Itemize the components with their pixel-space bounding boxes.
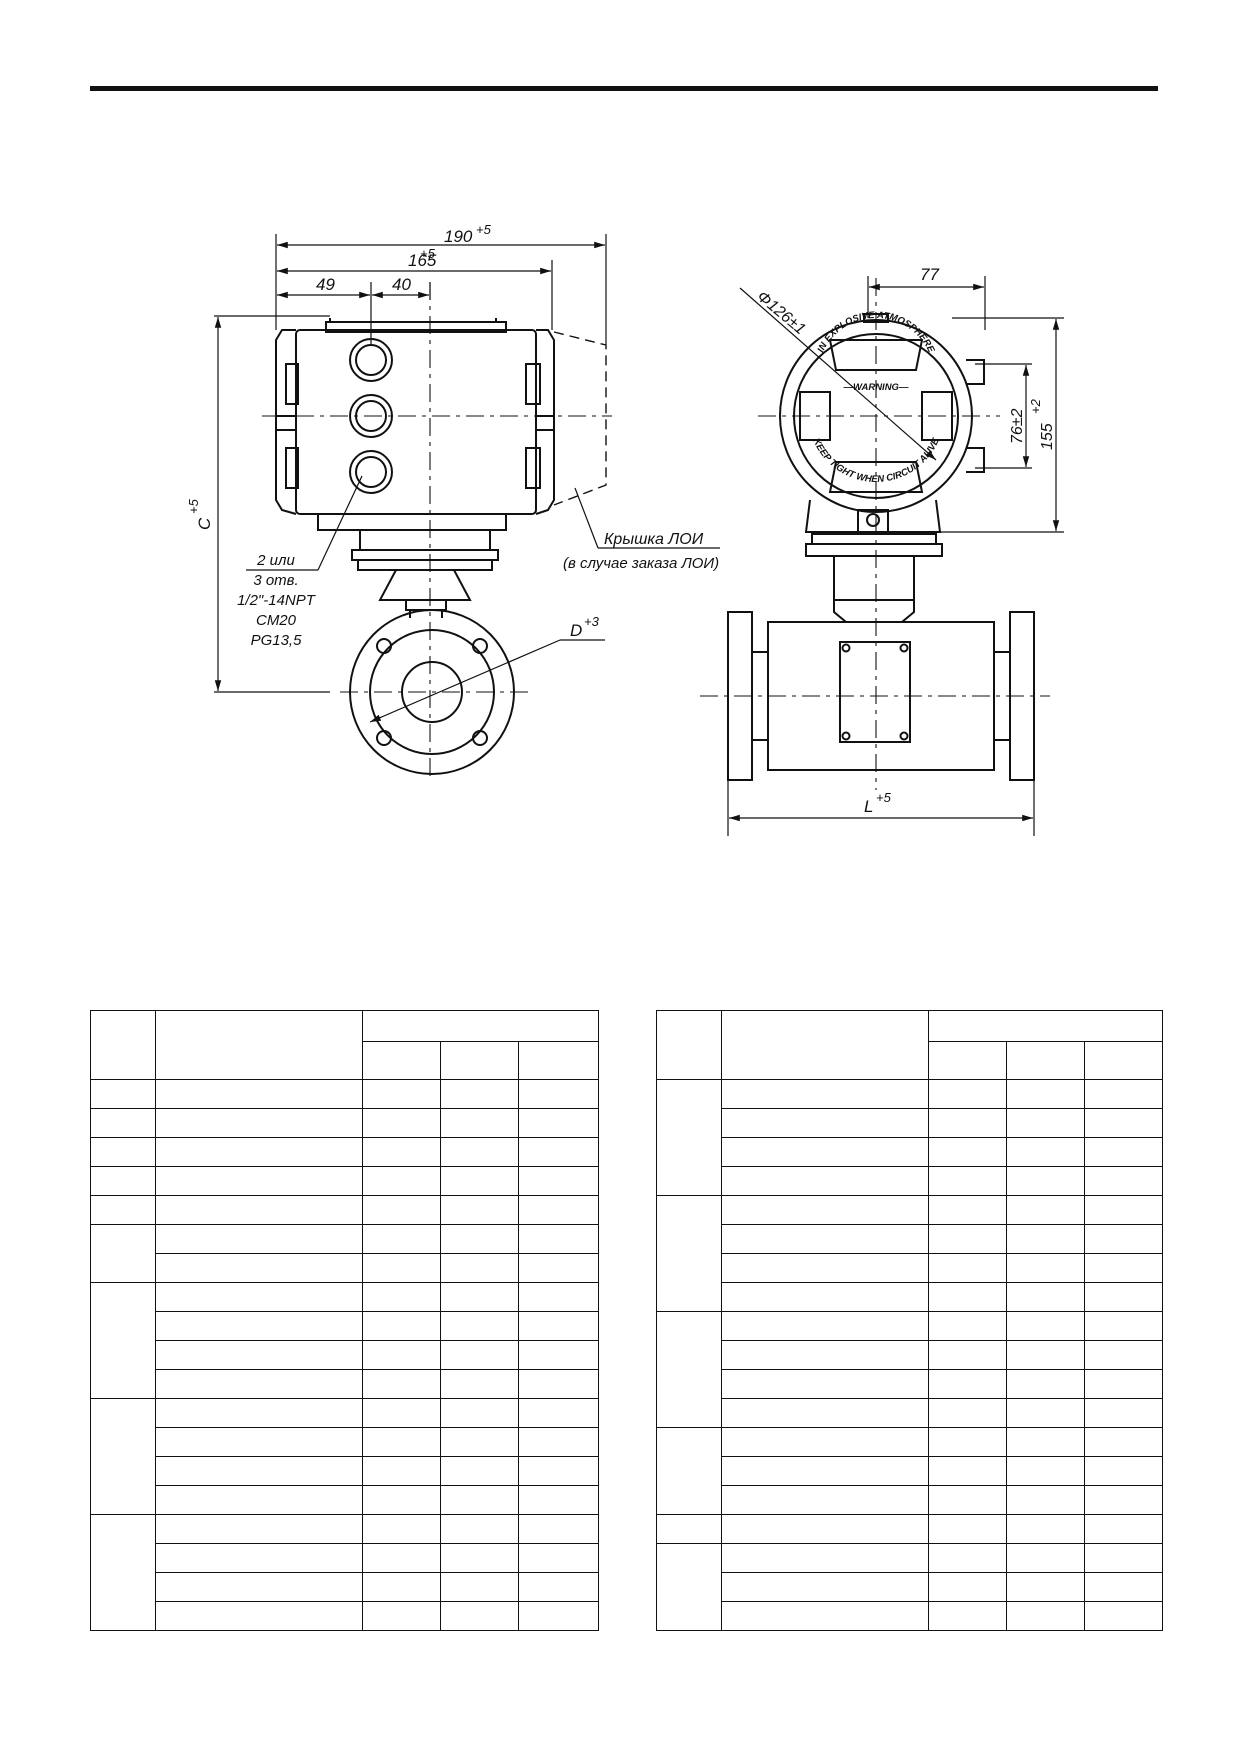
tol-190: +5 [476, 222, 492, 237]
table-row [91, 1601, 600, 1631]
lid-label: Крышка ЛОИ [604, 531, 704, 548]
dim-c: C [195, 517, 214, 530]
dim-190: 190 [444, 227, 473, 246]
tol-c: +5 [186, 498, 201, 514]
dimensions-table-left [90, 1010, 600, 1631]
table-row [656, 1079, 1164, 1196]
table-row [90, 1282, 600, 1399]
hole-note-2: 3 отв. [253, 572, 298, 589]
dimensions-table-right [656, 1010, 1164, 1631]
table-row [91, 1253, 600, 1283]
dim-d: D [570, 621, 582, 640]
table-row [90, 1195, 600, 1225]
dim-l: L [864, 797, 873, 816]
table-row [656, 1514, 1164, 1544]
table-row [656, 1543, 1164, 1631]
dim-165: 165 [408, 251, 437, 270]
table-row [91, 1456, 600, 1486]
table-row [91, 1369, 600, 1399]
table-row [90, 1108, 600, 1138]
hole-note-5: PG13,5 [251, 632, 303, 649]
hole-note-3: 1/2"-14NPT [237, 592, 317, 609]
tol-d: +3 [584, 614, 600, 629]
dim-77: 77 [920, 265, 939, 284]
table-row [90, 1079, 600, 1109]
tol-155: +2 [1028, 398, 1043, 414]
table-row [91, 1311, 600, 1341]
table-row [657, 1041, 1164, 1080]
technical-drawing: 190 +5 165 +5 49 40 C +5 2 или 3 отв. 1/… [186, 222, 1064, 836]
table-row [657, 1340, 1164, 1370]
dim-40: 40 [392, 275, 411, 294]
tol-l: +5 [876, 790, 892, 805]
table-row [657, 1108, 1164, 1138]
lid-note: (в случае заказа ЛОИ) [563, 555, 719, 572]
hole-note-1: 2 или [256, 552, 295, 569]
table-row [90, 1166, 600, 1196]
table-row [657, 1137, 1164, 1167]
table-row [657, 1253, 1164, 1283]
table-row [91, 1340, 600, 1370]
dim-49: 49 [316, 275, 335, 294]
dim-76: 76±2 [1009, 408, 1026, 444]
table-row [657, 1166, 1164, 1196]
table-row [90, 1010, 600, 1080]
table-row [656, 1010, 1164, 1080]
table-row [90, 1224, 600, 1283]
cover-text-mid: —WARNING— [843, 382, 909, 393]
table-row [656, 1311, 1164, 1428]
table-row [91, 1572, 600, 1602]
top-rule [90, 86, 1158, 91]
table-row [657, 1601, 1164, 1631]
table-row [90, 1514, 600, 1631]
front-view [700, 276, 1064, 836]
table-row [91, 1427, 600, 1457]
table-row [90, 1137, 600, 1167]
table-row [657, 1572, 1164, 1602]
table-row [657, 1224, 1164, 1254]
table-row [656, 1195, 1164, 1312]
dim-phi: Φ126±1 [753, 288, 808, 338]
table-row [91, 1543, 600, 1573]
table-row [657, 1282, 1164, 1312]
hole-note-4: CM20 [256, 612, 297, 629]
tol-165: +5 [420, 246, 436, 261]
dim-155: 155 [1039, 423, 1056, 450]
table-row [657, 1369, 1164, 1399]
side-view [214, 234, 720, 780]
table-row [91, 1041, 600, 1080]
table-row [657, 1456, 1164, 1486]
table-row [90, 1398, 600, 1515]
table-row [657, 1398, 1164, 1428]
table-row [657, 1485, 1164, 1515]
table-row [656, 1427, 1164, 1515]
table-row [91, 1485, 600, 1515]
